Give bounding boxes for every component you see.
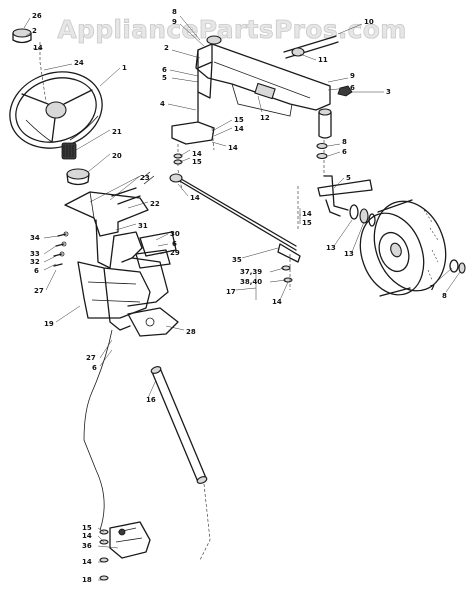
callout-9: 9 — [172, 18, 177, 26]
wheel-cap — [449, 259, 466, 274]
callout-15: 15 — [192, 158, 202, 166]
callout-19: 19 — [44, 320, 54, 328]
small-bolts-top — [111, 171, 155, 205]
callout-5: 5 — [346, 174, 351, 182]
callout-3: 3 — [386, 88, 391, 96]
callout-27: 27 — [34, 287, 44, 295]
callout-1: 1 — [122, 64, 127, 72]
callout-37-39: 37,39 — [240, 268, 262, 276]
callout-23: 23 — [140, 174, 150, 182]
gear-plate — [127, 307, 179, 337]
steering-support-bracket — [64, 191, 169, 307]
bushing — [66, 168, 90, 186]
callout-38-40: 38,40 — [240, 278, 262, 286]
left-bolts — [53, 231, 69, 267]
callout-14: 14 — [82, 532, 92, 540]
lower-hardware — [99, 529, 109, 581]
steering-wheel-cap — [12, 28, 32, 44]
callout-33: 33 — [30, 250, 40, 258]
callout-6: 6 — [34, 267, 39, 275]
leader-lines — [23, 15, 461, 581]
watermark-text: AppliancePartsPros.com — [57, 15, 406, 44]
callout-6: 6 — [172, 240, 177, 248]
front-wheel-tire — [359, 199, 447, 297]
callout-7: 7 — [430, 284, 435, 292]
callout-8: 8 — [342, 138, 347, 146]
side-brackets — [135, 231, 177, 269]
callout-18: 18 — [82, 576, 92, 584]
right-spindle — [317, 175, 373, 217]
callout-14: 14 — [272, 298, 282, 306]
callout-35: 35 — [232, 256, 242, 264]
callout-6: 6 — [92, 364, 97, 372]
callout-14: 14 — [192, 150, 202, 158]
callout-14: 14 — [33, 44, 43, 52]
callout-21: 21 — [112, 128, 122, 136]
callout-14: 14 — [302, 210, 312, 218]
pivot-bolt — [283, 35, 339, 59]
steering-wheel — [9, 71, 103, 149]
callout-2: 2 — [164, 44, 169, 52]
callout-32: 32 — [30, 258, 40, 266]
callout-26: 26 — [32, 12, 42, 20]
callout-4: 4 — [160, 100, 165, 108]
callout-11: 11 — [318, 56, 328, 64]
axle-spacer — [206, 35, 222, 45]
callout-24: 24 — [74, 59, 84, 67]
front-axle — [195, 43, 331, 117]
callout-22: 22 — [150, 200, 160, 208]
callout-34: 34 — [30, 234, 40, 242]
callout-27: 27 — [86, 354, 96, 362]
callout-13: 13 — [344, 250, 354, 258]
callout-16: 16 — [146, 396, 156, 404]
callout-6: 6 — [342, 148, 347, 156]
callout-14: 14 — [190, 194, 200, 202]
axle-washers — [349, 204, 376, 227]
callout-14: 14 — [82, 558, 92, 566]
tie-rod — [169, 173, 301, 263]
callout-2: 2 — [32, 27, 37, 35]
right-bushings — [316, 142, 328, 160]
callout-15: 15 — [82, 524, 92, 532]
callout-labels: 26 2 14 24 1 8 9 2 6 5 4 10 11 9 6 3 12 … — [30, 8, 447, 584]
callout-14: 14 — [228, 144, 238, 152]
callout-31: 31 — [138, 222, 148, 230]
callout-13: 13 — [326, 244, 336, 252]
callout-30: 30 — [170, 230, 180, 238]
callout-14: 14 — [234, 125, 244, 133]
steering-gear — [109, 521, 151, 559]
callout-6: 6 — [162, 66, 167, 74]
callout-6: 6 — [350, 84, 355, 92]
steering-panel — [77, 261, 151, 331]
left-washers — [173, 153, 183, 165]
callout-8: 8 — [172, 8, 177, 16]
callout-10: 10 — [364, 18, 374, 26]
callout-8: 8 — [442, 292, 447, 300]
callout-5: 5 — [162, 74, 167, 82]
callout-36: 36 — [82, 542, 92, 550]
callout-20: 20 — [112, 152, 122, 160]
right-spindle-housing — [318, 108, 332, 176]
callout-17: 17 — [226, 288, 236, 296]
callout-12: 12 — [260, 114, 270, 122]
callout-29: 29 — [170, 249, 180, 257]
callout-15: 15 — [302, 219, 312, 227]
callout-28: 28 — [186, 328, 196, 336]
spline-adapter — [61, 142, 77, 160]
steering-shaft — [150, 366, 208, 484]
callout-15: 15 — [234, 116, 244, 124]
callout-9: 9 — [350, 72, 355, 80]
